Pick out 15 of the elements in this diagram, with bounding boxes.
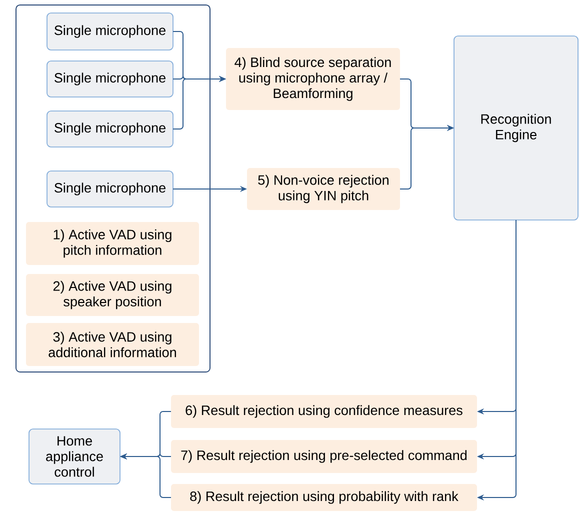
process-box: 2) Active VAD using speaker position <box>26 274 199 316</box>
output-box: Home appliance control <box>28 428 120 484</box>
microphone-box: Single microphone <box>46 12 174 50</box>
process-box: 7) Result rejection using pre-selected command <box>171 440 477 473</box>
microphone-box: Single microphone <box>46 60 174 98</box>
engine-box: Recognition Engine <box>454 36 578 220</box>
microphone-box: Single microphone <box>46 110 174 148</box>
process-box: 5) Non-voice rejection using YIN pitch <box>247 168 400 210</box>
process-box: 3) Active VAD using additional information <box>26 323 199 366</box>
process-box: 1) Active VAD using pitch information <box>26 222 199 265</box>
microphone-box: Single microphone <box>46 170 174 208</box>
process-box: 8) Result rejection using probability with rank <box>171 484 477 511</box>
panel-frame <box>16 4 210 372</box>
process-box: 6) Result rejection using confidence measures <box>171 395 477 428</box>
process-box: 4) Blind source separation using microphone array / Beamforming <box>226 48 400 110</box>
